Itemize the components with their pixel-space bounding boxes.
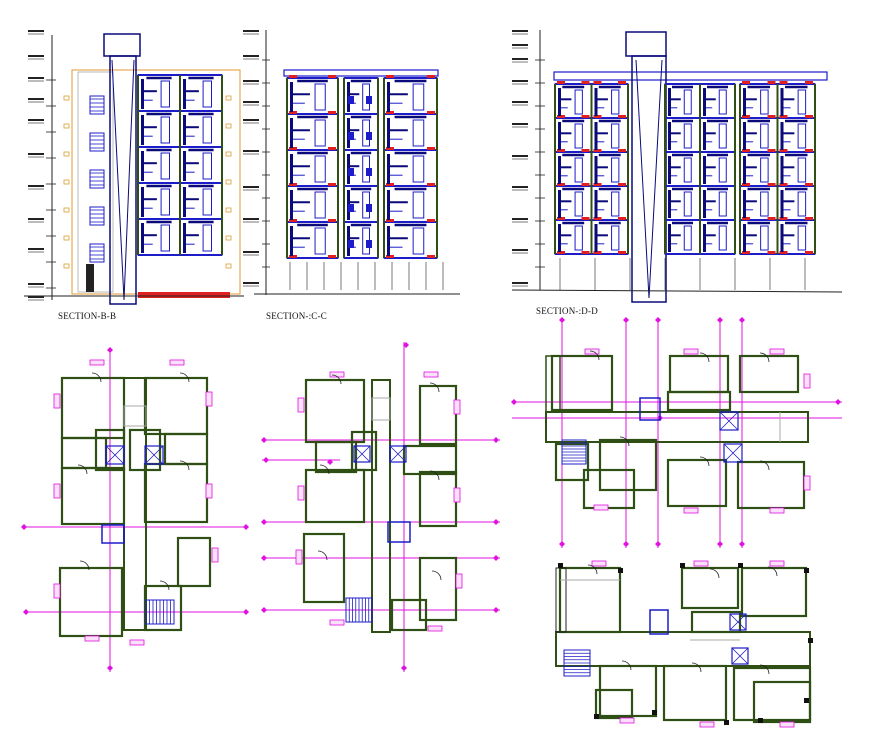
section-c-c-elevation <box>243 30 460 295</box>
dimension-marker <box>261 607 267 613</box>
floor-plan-4 <box>555 560 813 728</box>
dimension-marker <box>511 399 517 405</box>
dimension-marker <box>623 541 629 547</box>
dimension-marker <box>655 317 661 323</box>
section-d-d-elevation <box>511 30 843 303</box>
dimension-marker <box>261 437 267 443</box>
dimension-marker <box>559 317 565 323</box>
section-label-b-b: SECTION-B-B <box>58 311 117 321</box>
dimension-marker <box>739 541 745 547</box>
section-label-d-d: SECTION-:D-D <box>536 306 598 316</box>
dimension-marker <box>403 342 409 348</box>
dimension-marker <box>107 347 113 353</box>
dimension-marker <box>493 437 499 443</box>
dimension-marker <box>493 519 499 525</box>
dimension-marker <box>23 609 29 615</box>
dimension-marker <box>21 524 27 530</box>
dimension-marker <box>559 541 565 547</box>
dimension-marker <box>243 609 249 615</box>
dimension-marker <box>261 519 267 525</box>
dimension-marker <box>107 665 113 671</box>
dimension-marker <box>243 524 249 530</box>
dimension-marker <box>493 607 499 613</box>
dimension-marker <box>623 317 629 323</box>
dimension-marker <box>739 317 745 323</box>
dimension-marker <box>261 555 267 561</box>
dimension-marker <box>401 665 407 671</box>
dimension-marker <box>717 317 723 323</box>
dimension-marker <box>655 541 661 547</box>
dimension-marker <box>493 555 499 561</box>
dimension-marker <box>717 541 723 547</box>
dimension-marker <box>263 457 269 463</box>
floor-plan-2 <box>261 342 500 672</box>
floor-plan-3 <box>511 317 842 548</box>
floor-plan-1 <box>21 347 249 672</box>
section-b-b-elevation <box>24 30 244 305</box>
section-label-c-c: SECTION-:C-C <box>266 311 327 321</box>
dimension-marker <box>835 399 841 405</box>
dimension-marker <box>327 459 333 465</box>
